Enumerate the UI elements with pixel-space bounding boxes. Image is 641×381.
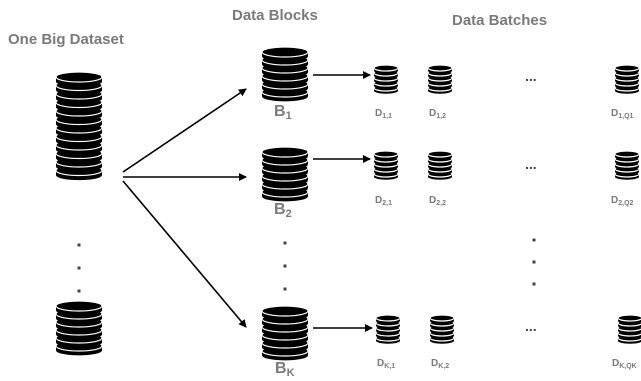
blocks-vertical-ellipsis [283, 241, 287, 291]
batch-stack-2-1 [373, 150, 399, 180]
batch-stack-1-1 [373, 64, 399, 94]
block-stack-2 [261, 146, 309, 202]
dataset-stack-bottom [55, 300, 103, 356]
batch-stack-k-1 [375, 314, 401, 344]
batch-stack-1-q1 [614, 64, 640, 94]
arrow-to-block-1 [122, 88, 247, 173]
batch-label-k-2-sub: K,2 [438, 363, 450, 370]
batch-label-k-1: DK,1 [377, 358, 395, 370]
batch-stack-k-qk [617, 314, 641, 344]
block-label-1-sub: 1 [285, 110, 292, 122]
batch-label-1-2-main: D [429, 108, 437, 119]
block-label-2-main: B [274, 201, 286, 218]
batch-label-2-2-main: D [429, 195, 437, 206]
batch-label-k-1-sub: K,1 [384, 363, 396, 370]
blocks-header: Data Blocks [232, 7, 318, 24]
batch-label-2-q2-main: D [611, 195, 619, 206]
batch-label-2-2-sub: 2,2 [436, 200, 446, 207]
batch-label-k-1-main: D [377, 358, 385, 369]
batch-label-1-2: D1,2 [429, 108, 446, 120]
batch-label-1-q1-main: D [611, 108, 619, 119]
batch-stack-2-2 [427, 150, 453, 180]
block-label-k: BK [275, 360, 295, 379]
block-stack-1 [261, 46, 309, 102]
batch-label-1-q1-sub: 1,Q1 [618, 113, 634, 120]
batch-label-1-2-sub: 1,2 [436, 113, 446, 120]
block-label-2: B2 [274, 201, 292, 220]
batch-label-k-qk: DK,QK [612, 358, 637, 370]
batch-label-1-1-main: D [375, 108, 383, 119]
dataset-stack-top [55, 71, 103, 181]
batch-label-2-2: D2,2 [429, 195, 446, 207]
arrow-to-block-k [122, 180, 247, 328]
batch-label-2-q2: D2,Q2 [611, 195, 633, 207]
batch-stack-1-2 [427, 64, 453, 94]
dataset-vertical-ellipsis [77, 243, 81, 293]
batch-label-k-qk-main: D [612, 358, 620, 369]
block-label-1-main: B [274, 103, 286, 120]
batches-header: Data Batches [452, 12, 548, 29]
batch-label-1-1: D1,1 [375, 108, 392, 120]
batch-label-1-q1: D1,Q1 [611, 108, 633, 120]
batch-ellipsis-2: ... [525, 156, 537, 172]
batch-label-k-2-main: D [431, 358, 439, 369]
batch-label-k-2: DK,2 [431, 358, 449, 370]
batch-ellipsis-k: ... [525, 318, 537, 334]
block-label-k-sub: K [286, 367, 295, 379]
batch-label-1-1-sub: 1,1 [382, 113, 392, 120]
batches-vertical-ellipsis [532, 238, 536, 286]
dataset-header: One Big Dataset [8, 31, 124, 48]
batch-stack-k-2 [429, 314, 455, 344]
batch-label-2-1-sub: 2,1 [382, 200, 392, 207]
batch-label-2-1: D2,1 [375, 195, 392, 207]
batch-label-k-qk-sub: K,QK [619, 363, 637, 370]
block-stack-k [261, 305, 309, 361]
batch-stack-2-q2 [614, 150, 640, 180]
batch-ellipsis-1: ... [525, 68, 537, 84]
block-label-2-sub: 2 [285, 208, 292, 220]
batch-label-2-q2-sub: 2,Q2 [618, 200, 634, 207]
block-label-1: B1 [274, 103, 292, 122]
batch-label-2-1-main: D [375, 195, 383, 206]
block-label-k-main: B [275, 360, 287, 377]
